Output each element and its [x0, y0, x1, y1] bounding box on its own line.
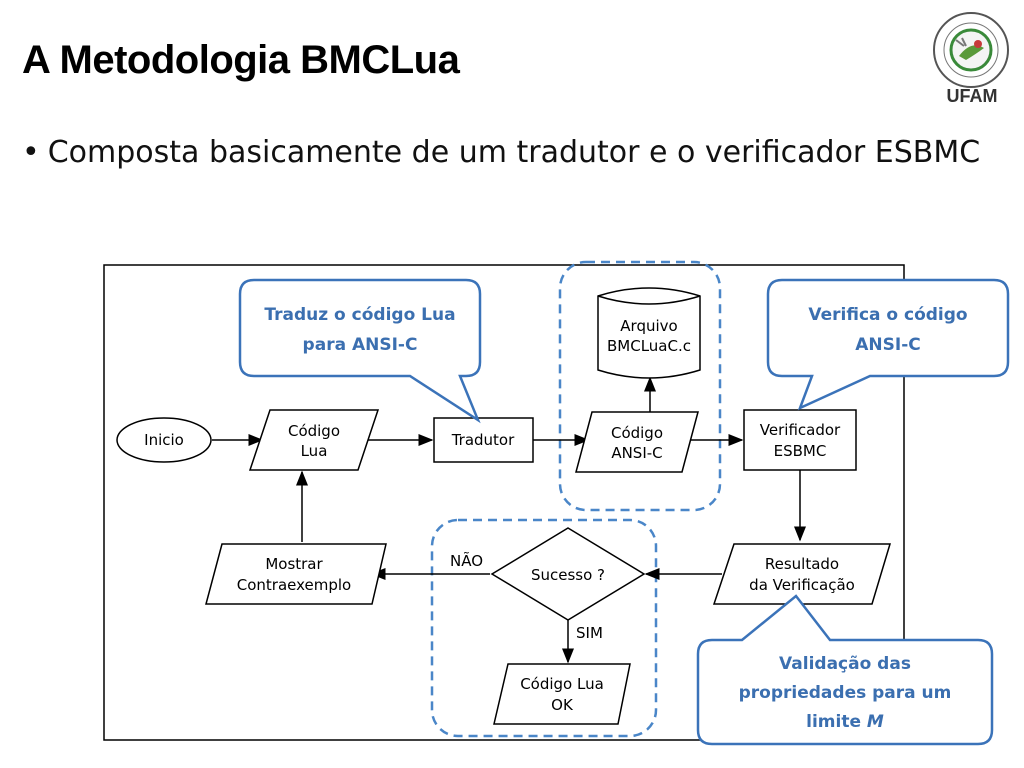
ansic-group-dashed [558, 260, 722, 512]
node-codigo-lua-label-2: Lua [301, 442, 328, 460]
node-arquivo [597, 287, 701, 379]
node-inicio-label: Inicio [144, 431, 184, 449]
node-resultado-label-1: Resultado [765, 555, 839, 573]
callout-validacao [696, 594, 994, 746]
bullet-dot-icon: • [22, 135, 40, 170]
node-codigo-ansic [575, 411, 699, 473]
callout-validacao-line-2: propriedades para um [739, 683, 952, 703]
node-arquivo-label-1: Arquivo [620, 317, 677, 335]
sucesso-group-dashed [430, 518, 658, 738]
callout-validacao-line-3-text: limite [806, 712, 867, 732]
bullet-item: •Composta basicamente de um tradutor e o… [22, 130, 998, 176]
node-codigo-ok [493, 663, 631, 725]
callout-traduz-line-1: Traduz o código Lua [264, 305, 455, 325]
callout-verifica-line-2: ANSI-C [855, 335, 921, 355]
node-codigo-ansic-label-2: ANSI-C [611, 444, 662, 462]
callout-traduz [238, 278, 482, 424]
slide-title: A Metodologia BMCLua [22, 38, 460, 82]
node-verificador-label-2: ESBMC [774, 442, 827, 460]
node-mostrar-label-2: Contraexemplo [237, 576, 352, 594]
bullet-text: Composta basicamente de um tradutor e o … [47, 135, 981, 170]
node-arquivo-label-2: BMCLuaC.c [607, 337, 691, 355]
node-tradutor-label: Tradutor [451, 431, 515, 449]
node-codigo-ok-label-2: OK [551, 696, 574, 714]
node-codigo-lua [248, 409, 380, 471]
node-verificador [743, 409, 857, 471]
node-inicio [116, 417, 212, 463]
node-codigo-ansic-label-1: Código [611, 424, 663, 442]
node-tradutor [433, 417, 534, 463]
edge-label-nao: NÃO [450, 551, 483, 570]
node-mostrar-label-1: Mostrar [265, 555, 323, 573]
node-arquivo-top [597, 295, 701, 305]
callout-verifica-line-1: Verifica o código [808, 305, 967, 325]
callout-validacao-line-3: limite M [806, 712, 884, 732]
node-mostrar [205, 543, 387, 605]
callout-validacao-line-1: Validação das [779, 654, 911, 674]
edge-label-sim: SIM [576, 624, 603, 642]
callout-validacao-italic-m: M [867, 712, 884, 732]
university-seal-icon [933, 12, 1009, 88]
callout-verifica [766, 278, 1010, 411]
node-resultado [712, 543, 892, 605]
callout-traduz-line-2: para ANSI-C [303, 335, 418, 355]
node-resultado-label-2: da Verificação [749, 576, 855, 594]
node-codigo-ok-label-1: Código Lua [520, 675, 604, 693]
logo-text: UFAM [946, 86, 998, 106]
node-codigo-lua-label-1: Código [288, 422, 340, 440]
node-verificador-label-1: Verificador [760, 421, 841, 439]
node-sucesso [490, 527, 646, 621]
node-sucesso-label: Sucesso ? [531, 566, 605, 584]
